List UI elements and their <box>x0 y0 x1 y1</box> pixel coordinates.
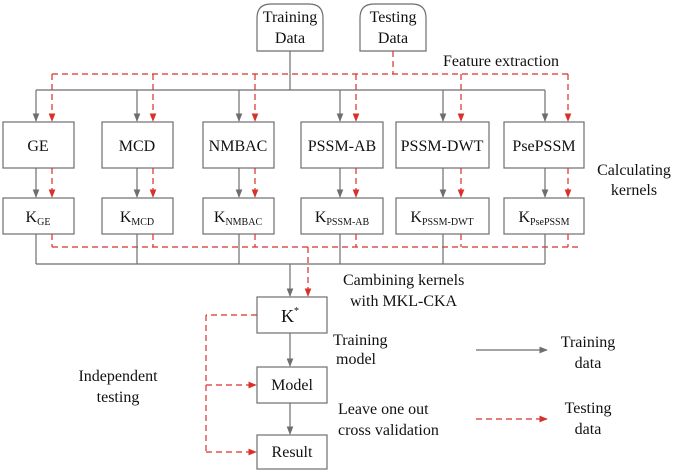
feature-label: GE <box>27 138 48 155</box>
training-model-line1: Training <box>333 332 388 349</box>
model-label: Model <box>271 377 313 394</box>
testing-data-line2: Data <box>378 30 408 47</box>
testing-data-input: Testing Data <box>359 3 427 52</box>
training-data-line2: Data <box>275 30 305 47</box>
svg-text:KPsePSSM: KPsePSSM <box>518 209 569 228</box>
legend-training-line1: Training <box>561 334 616 351</box>
kernel-box-pssm-ab: KPSSM-AB <box>300 197 384 235</box>
result-box: Result <box>256 434 328 470</box>
svg-text:KGE: KGE <box>26 209 51 228</box>
svg-text:KMCD: KMCD <box>120 209 154 228</box>
legend-training-line2: data <box>575 355 602 372</box>
feature-box-psepssm: PsePSSM <box>503 121 585 169</box>
kstar-base: K <box>281 306 294 326</box>
svg-text:KNMBAC: KNMBAC <box>214 209 263 228</box>
kernel-box-pssm-dwt: KPSSM-DWT <box>395 197 490 235</box>
feature-box-nmbac: NMBAC <box>202 121 275 169</box>
loo-line2: cross validation <box>338 422 439 439</box>
result-label: Result <box>272 444 313 461</box>
kernel-base: K <box>315 209 327 226</box>
feature-label: MCD <box>119 138 155 155</box>
feature-label: PSSM-DWT <box>401 138 484 155</box>
feature-label: NMBAC <box>209 138 268 155</box>
kernel-box-psepssm: KPsePSSM <box>503 197 585 235</box>
kernel-base: K <box>214 209 226 226</box>
training-model-line2: model <box>336 351 377 368</box>
kernel-base: K <box>26 209 38 226</box>
feature-extraction-label: Feature extraction <box>443 53 559 70</box>
kernel-box-mcd: KMCD <box>101 197 174 235</box>
kernel-sub: PsePSSM <box>530 217 570 228</box>
feature-label: PSSM-AB <box>308 138 376 155</box>
legend-testing-line1: Testing <box>565 400 612 417</box>
kstar-sup: * <box>294 306 299 317</box>
kernel-base: K <box>518 209 530 226</box>
model-box: Model <box>256 366 328 404</box>
legend: Training data Testing data <box>476 334 615 438</box>
svg-text:KPSSM-AB: KPSSM-AB <box>315 209 370 228</box>
kernel-sub: GE <box>37 217 50 228</box>
kernel-sub: MCD <box>131 217 154 228</box>
testing-data-line1: Testing <box>370 9 417 26</box>
feature-extraction-connectors <box>32 51 572 122</box>
kernel-base: K <box>120 209 132 226</box>
kernel-sub: PSSM-AB <box>326 217 369 228</box>
training-data-input: Training Data <box>256 3 324 52</box>
combining-kernels-line2: with MKL-CKA <box>350 293 458 310</box>
combining-kernels-line1: Cambining kernels <box>343 272 464 289</box>
kernel-arrows <box>32 168 572 198</box>
independent-testing-line2: testing <box>97 389 140 406</box>
training-data-line1: Training <box>263 9 318 26</box>
svg-text:KPSSM-DWT: KPSSM-DWT <box>410 209 473 228</box>
feature-box-mcd: MCD <box>101 121 174 169</box>
calculating-kernels-line1: Calculating <box>597 162 671 179</box>
loo-line1: Leave one out <box>338 401 429 418</box>
combining-connectors <box>35 234 578 297</box>
feature-box-pssm-ab: PSSM-AB <box>300 121 384 169</box>
combined-kernel-box: K* <box>256 296 328 334</box>
legend-testing-line2: data <box>575 421 602 438</box>
feature-box-ge: GE <box>2 121 75 169</box>
feature-label: PsePSSM <box>512 138 575 155</box>
independent-testing-line1: Independent <box>78 368 158 385</box>
calculating-kernels-line2: kernels <box>611 182 657 199</box>
svg-text:K*: K* <box>281 306 299 326</box>
kernel-box-nmbac: KNMBAC <box>202 197 275 235</box>
kernel-base: K <box>410 209 422 226</box>
kernel-sub: NMBAC <box>225 217 262 228</box>
independent-testing-path <box>205 314 257 456</box>
kernel-box-ge: KGE <box>2 197 75 235</box>
feature-box-pssm-dwt: PSSM-DWT <box>395 121 490 169</box>
kernel-sub: PSSM-DWT <box>422 217 474 228</box>
